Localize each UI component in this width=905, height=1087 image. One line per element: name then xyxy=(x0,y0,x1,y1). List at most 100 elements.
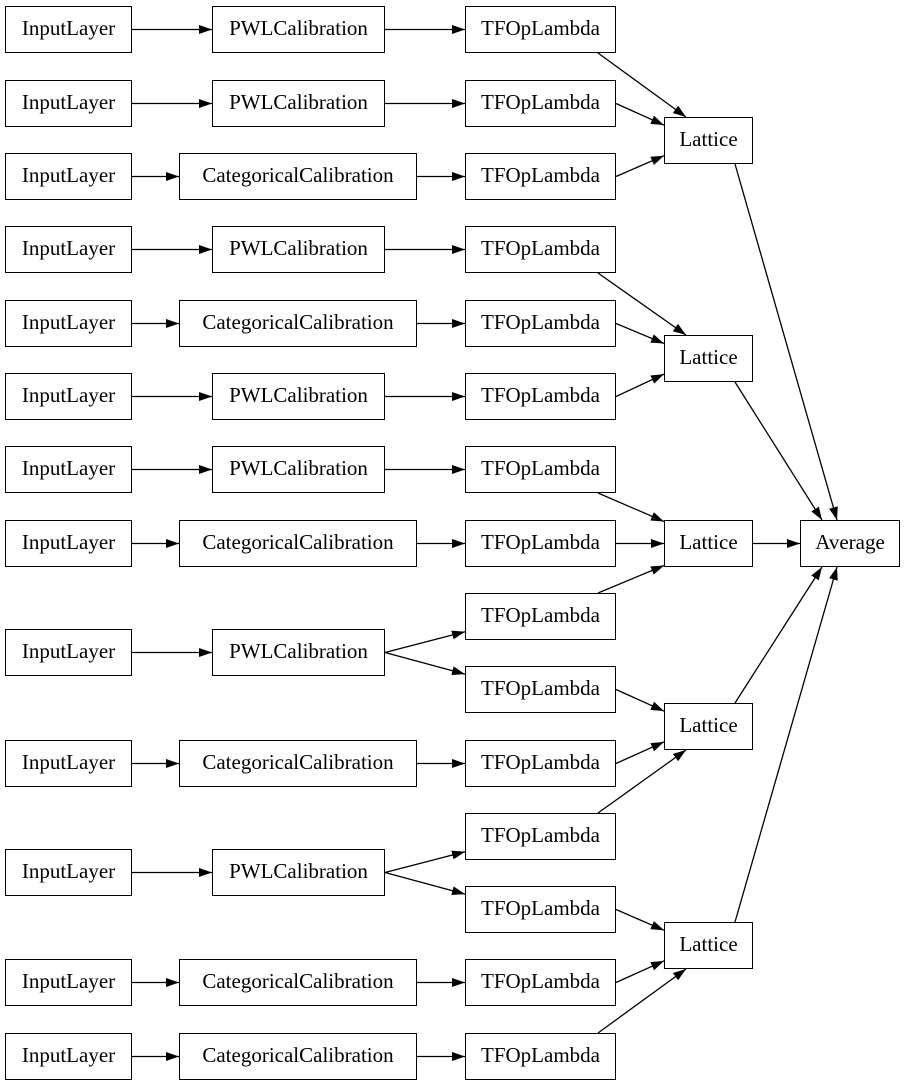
node-label: TFOpLambda xyxy=(481,16,600,40)
tf-op-lambda-node: TFOpLambda xyxy=(465,446,616,493)
input-layer-node: InputLayer xyxy=(5,520,132,567)
pwl-calibration-node: PWLCalibration xyxy=(212,373,385,420)
input-layer-node: InputLayer xyxy=(5,629,132,676)
tf-op-lambda-node: TFOpLambda xyxy=(465,666,616,713)
tf-op-lambda-node: TFOpLambda xyxy=(465,300,616,347)
tf-op-lambda-node: TFOpLambda xyxy=(465,886,616,933)
node-label: PWLCalibration xyxy=(229,383,368,407)
input-layer-node: InputLayer xyxy=(5,226,132,273)
node-label: CategoricalCalibration xyxy=(202,1043,394,1067)
input-layer-node: InputLayer xyxy=(5,849,132,896)
edge-tf9-to-lat3 xyxy=(597,564,665,594)
node-label: CategoricalCalibration xyxy=(202,750,394,774)
tf-op-lambda-node: TFOpLambda xyxy=(465,740,616,787)
tf-op-lambda-node: TFOpLambda xyxy=(465,80,616,127)
edge-tf1-to-lat1 xyxy=(597,52,687,118)
lattice-node: Lattice xyxy=(664,703,753,750)
node-label: TFOpLambda xyxy=(481,236,600,260)
input-layer-node: InputLayer xyxy=(5,6,132,53)
node-label: InputLayer xyxy=(21,163,116,187)
input-layer-node: InputLayer xyxy=(5,80,132,127)
node-label: TFOpLambda xyxy=(481,1043,600,1067)
node-label: InputLayer xyxy=(21,530,116,554)
node-label: InputLayer xyxy=(21,969,116,993)
node-label: TFOpLambda xyxy=(481,896,600,920)
node-label: CategoricalCalibration xyxy=(202,163,394,187)
node-label: InputLayer xyxy=(21,639,116,663)
tf-op-lambda-node: TFOpLambda xyxy=(465,6,616,53)
node-label: TFOpLambda xyxy=(481,969,600,993)
tf-op-lambda-node: TFOpLambda xyxy=(465,373,616,420)
categorical-calibration-node: CategoricalCalibration xyxy=(179,1033,417,1080)
input-layer-node: InputLayer xyxy=(5,959,132,1006)
edge-cal9-to-tf10 xyxy=(384,651,466,676)
edge-tf6-to-lat2 xyxy=(615,373,665,398)
node-label: TFOpLambda xyxy=(481,603,600,627)
node-label: InputLayer xyxy=(21,90,116,114)
edge-tf5-to-lat2 xyxy=(615,322,665,345)
edge-tf13-to-lat5 xyxy=(615,908,665,931)
node-label: PWLCalibration xyxy=(229,639,368,663)
node-label: Lattice xyxy=(679,932,738,956)
pwl-calibration-node: PWLCalibration xyxy=(212,629,385,676)
node-label: Lattice xyxy=(679,713,738,737)
pwl-calibration-node: PWLCalibration xyxy=(212,6,385,53)
edge-cal11-to-tf12 xyxy=(384,850,466,874)
categorical-calibration-node: CategoricalCalibration xyxy=(179,153,417,200)
pwl-calibration-node: PWLCalibration xyxy=(212,446,385,493)
categorical-calibration-node: CategoricalCalibration xyxy=(179,740,417,787)
node-label: TFOpLambda xyxy=(481,383,600,407)
input-layer-node: InputLayer xyxy=(5,300,132,347)
node-label: Lattice xyxy=(679,345,738,369)
node-label: InputLayer xyxy=(21,750,116,774)
tf-op-lambda-node: TFOpLambda xyxy=(465,520,616,567)
lattice-node: Lattice xyxy=(664,520,753,567)
categorical-calibration-node: CategoricalCalibration xyxy=(179,300,417,347)
edge-lat5-to-avg xyxy=(734,566,838,923)
tf-op-lambda-node: TFOpLambda xyxy=(465,226,616,273)
node-label: TFOpLambda xyxy=(481,530,600,554)
edge-tf12-to-lat4 xyxy=(597,749,687,814)
lattice-node: Lattice xyxy=(664,922,753,969)
lattice-node: Lattice xyxy=(664,335,753,382)
tf-op-lambda-node: TFOpLambda xyxy=(465,813,616,860)
input-layer-node: InputLayer xyxy=(5,1033,132,1080)
node-label: InputLayer xyxy=(21,859,116,883)
categorical-calibration-node: CategoricalCalibration xyxy=(179,520,417,567)
node-label: TFOpLambda xyxy=(481,750,600,774)
node-label: CategoricalCalibration xyxy=(202,969,394,993)
edge-tf4-to-lat2 xyxy=(597,272,687,336)
tf-op-lambda-node: TFOpLambda xyxy=(465,153,616,200)
node-label: PWLCalibration xyxy=(229,90,368,114)
node-label: InputLayer xyxy=(21,1043,116,1067)
tf-op-lambda-node: TFOpLambda xyxy=(465,959,616,1006)
input-layer-node: InputLayer xyxy=(5,373,132,420)
edge-lat4-to-avg xyxy=(734,566,823,704)
edge-lat1-to-avg xyxy=(734,163,838,521)
node-label: InputLayer xyxy=(21,383,116,407)
average-node: Average xyxy=(800,520,900,567)
node-label: TFOpLambda xyxy=(481,456,600,480)
input-layer-node: InputLayer xyxy=(5,446,132,493)
node-label: CategoricalCalibration xyxy=(202,310,394,334)
node-label: PWLCalibration xyxy=(229,236,368,260)
edge-tf2-to-lat1 xyxy=(615,102,665,126)
node-label: CategoricalCalibration xyxy=(202,530,394,554)
tf-op-lambda-node: TFOpLambda xyxy=(465,593,616,640)
categorical-calibration-node: CategoricalCalibration xyxy=(179,959,417,1006)
node-label: Lattice xyxy=(679,530,738,554)
edge-tf3-to-lat1 xyxy=(615,155,665,178)
edge-group xyxy=(132,25,838,1061)
edge-tf15-to-lat5 xyxy=(597,968,687,1034)
input-layer-node: InputLayer xyxy=(5,153,132,200)
node-label: InputLayer xyxy=(21,456,116,480)
edge-tf10-to-lat4 xyxy=(615,688,665,712)
edge-tf14-to-lat5 xyxy=(615,960,665,984)
node-label: PWLCalibration xyxy=(229,859,368,883)
node-label: TFOpLambda xyxy=(481,90,600,114)
node-label: TFOpLambda xyxy=(481,163,600,187)
node-label: InputLayer xyxy=(21,236,116,260)
edge-tf7-to-lat3 xyxy=(597,492,665,523)
